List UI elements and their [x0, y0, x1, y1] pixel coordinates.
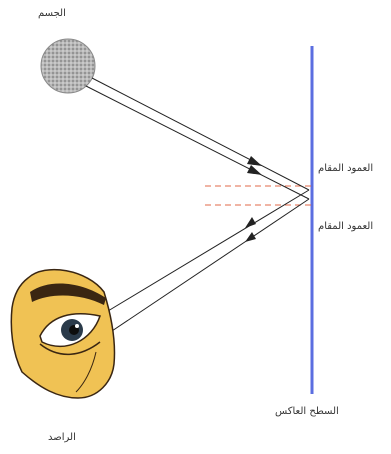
incident-ray-2 [86, 86, 309, 199]
object-label: الجسم [38, 8, 66, 19]
reflected-ray-2 [106, 199, 309, 335]
incident-ray-1 [92, 78, 309, 190]
arrow-reflected-2 [245, 232, 256, 242]
normal-label-top: العمود المقام [318, 163, 373, 174]
reflected-ray-1 [103, 190, 309, 314]
normal-label-bottom: العمود المقام [318, 221, 373, 232]
arrow-reflected-1 [245, 217, 256, 228]
arrow-incident-1 [247, 156, 262, 166]
arrow-incident-2 [247, 165, 262, 175]
observer-label: الراصد [48, 432, 76, 443]
observer-eye-icon [11, 270, 114, 398]
object-sphere-icon [41, 39, 95, 93]
mirror-label: السطح العاكس [275, 406, 339, 417]
